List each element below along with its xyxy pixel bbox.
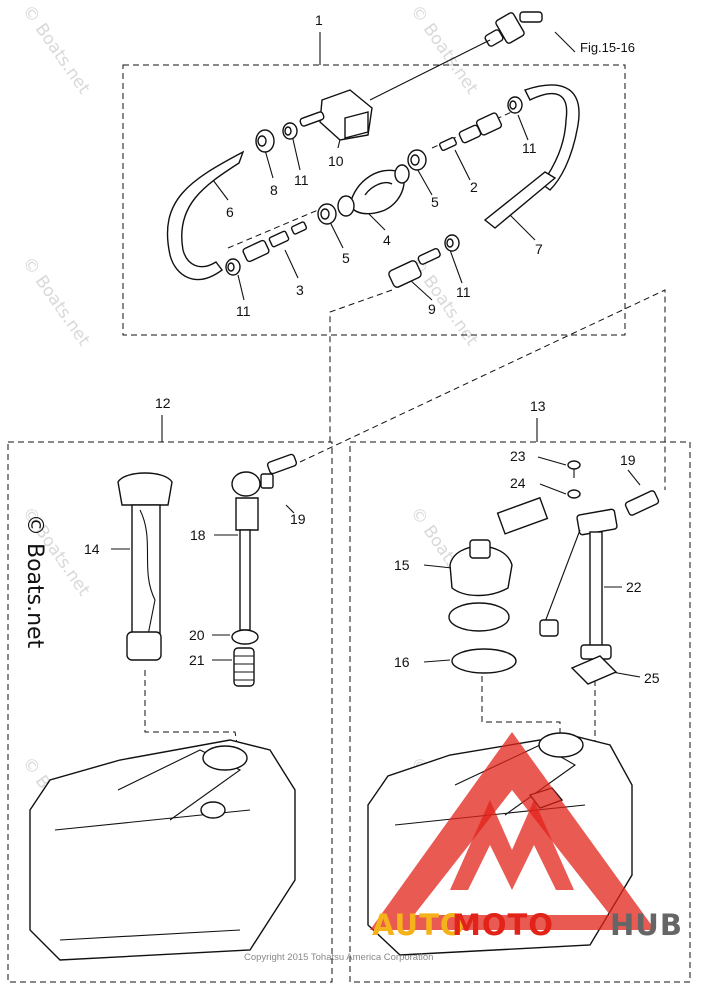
brand-text-moto: MOTO xyxy=(452,908,554,942)
gasket-25 xyxy=(570,655,618,685)
callout-15: 15 xyxy=(394,557,410,573)
hose-7 xyxy=(483,171,557,229)
hose-6 xyxy=(166,150,245,281)
fuel-tank-12 xyxy=(29,739,296,961)
callout-9: 9 xyxy=(428,301,436,317)
connector-19-left xyxy=(266,453,298,475)
connector-line-9 xyxy=(329,289,393,445)
callout-11: 11 xyxy=(456,284,471,300)
connector-line-19 xyxy=(299,289,666,490)
callout-8: 8 xyxy=(270,182,278,198)
callout-25: 25 xyxy=(644,670,660,686)
callout-11: 11 xyxy=(294,172,309,188)
fuel-connector-ref xyxy=(369,11,543,101)
brand-text-hub: HUB xyxy=(610,908,683,942)
callout-14: 14 xyxy=(84,541,100,557)
grommet-8 xyxy=(255,129,275,153)
clip-11-d xyxy=(444,234,460,252)
washer-24 xyxy=(567,489,581,499)
filter-21 xyxy=(233,647,255,687)
fuel-line-kit-box xyxy=(122,64,626,336)
callout-23: 23 xyxy=(510,448,526,464)
watermark-text: © Boats.net xyxy=(18,253,94,350)
callout-6: 6 xyxy=(226,204,234,220)
callout-1: 1 xyxy=(315,12,323,28)
gasket-16 xyxy=(451,648,517,674)
connector-line-3 xyxy=(227,209,319,249)
watermark-side: © Boats.net xyxy=(22,514,47,649)
callout-7: 7 xyxy=(535,241,543,257)
brand-text-auto: AUTO xyxy=(372,908,466,942)
tank-13-box xyxy=(349,441,691,983)
connector-line-14 xyxy=(144,670,241,761)
valve-set-3 xyxy=(242,221,308,263)
callout-20: 20 xyxy=(189,627,205,643)
callout-19: 19 xyxy=(620,452,636,468)
connector-9 xyxy=(388,248,441,288)
callout-24: 24 xyxy=(510,475,526,491)
callout-5: 5 xyxy=(431,194,439,210)
pickup-tube-18 xyxy=(231,471,274,631)
callout-10: 10 xyxy=(328,153,344,169)
hose-upper-right xyxy=(524,84,580,191)
callout-22: 22 xyxy=(626,579,642,595)
primer-bulb-4 xyxy=(337,164,410,217)
callout-5: 5 xyxy=(342,250,350,266)
callout-2: 2 xyxy=(470,179,478,195)
copyright-text: Copyright 2015 Tohatsu America Corporati… xyxy=(244,952,433,963)
callout-13: 13 xyxy=(530,398,546,414)
brand-logo: AUTO MOTO HUB xyxy=(370,732,683,942)
figure-reference: Fig.15-16 xyxy=(580,40,635,55)
callout-21: 21 xyxy=(189,652,205,668)
callout-3: 3 xyxy=(296,282,304,298)
clip-11-a xyxy=(282,122,298,140)
fuel-gauge-14 xyxy=(117,472,173,661)
o-ring-20 xyxy=(231,629,259,645)
callout-labels: 1 2 3 4 5 5 6 7 8 9 10 11 11 11 11 12 13… xyxy=(84,12,660,686)
ring-5-left xyxy=(317,203,337,225)
filler-cap-15 xyxy=(448,496,549,632)
callout-19: 19 xyxy=(290,511,306,527)
brand-triangle-icon xyxy=(370,732,655,930)
connector-10 xyxy=(299,89,373,141)
callout-12: 12 xyxy=(155,395,171,411)
watermark-text: © Boats.net xyxy=(18,1,94,98)
callout-4: 4 xyxy=(383,232,391,248)
clip-11-b xyxy=(507,96,523,114)
callout-11: 11 xyxy=(236,303,251,319)
tank-12-box xyxy=(7,441,333,983)
screw-23 xyxy=(567,460,581,478)
gauge-float-22 xyxy=(539,508,618,660)
callout-16: 16 xyxy=(394,654,410,670)
clip-11-c xyxy=(225,258,241,276)
callout-18: 18 xyxy=(190,527,206,543)
callout-11: 11 xyxy=(522,140,537,156)
ring-5-right xyxy=(407,149,427,171)
valve-set-2 xyxy=(439,112,503,152)
watermark-group: © Boats.net © Boats.net © Boats.net © Bo… xyxy=(18,1,482,850)
connector-19-right xyxy=(624,490,660,516)
brand-m-icon xyxy=(450,800,574,890)
